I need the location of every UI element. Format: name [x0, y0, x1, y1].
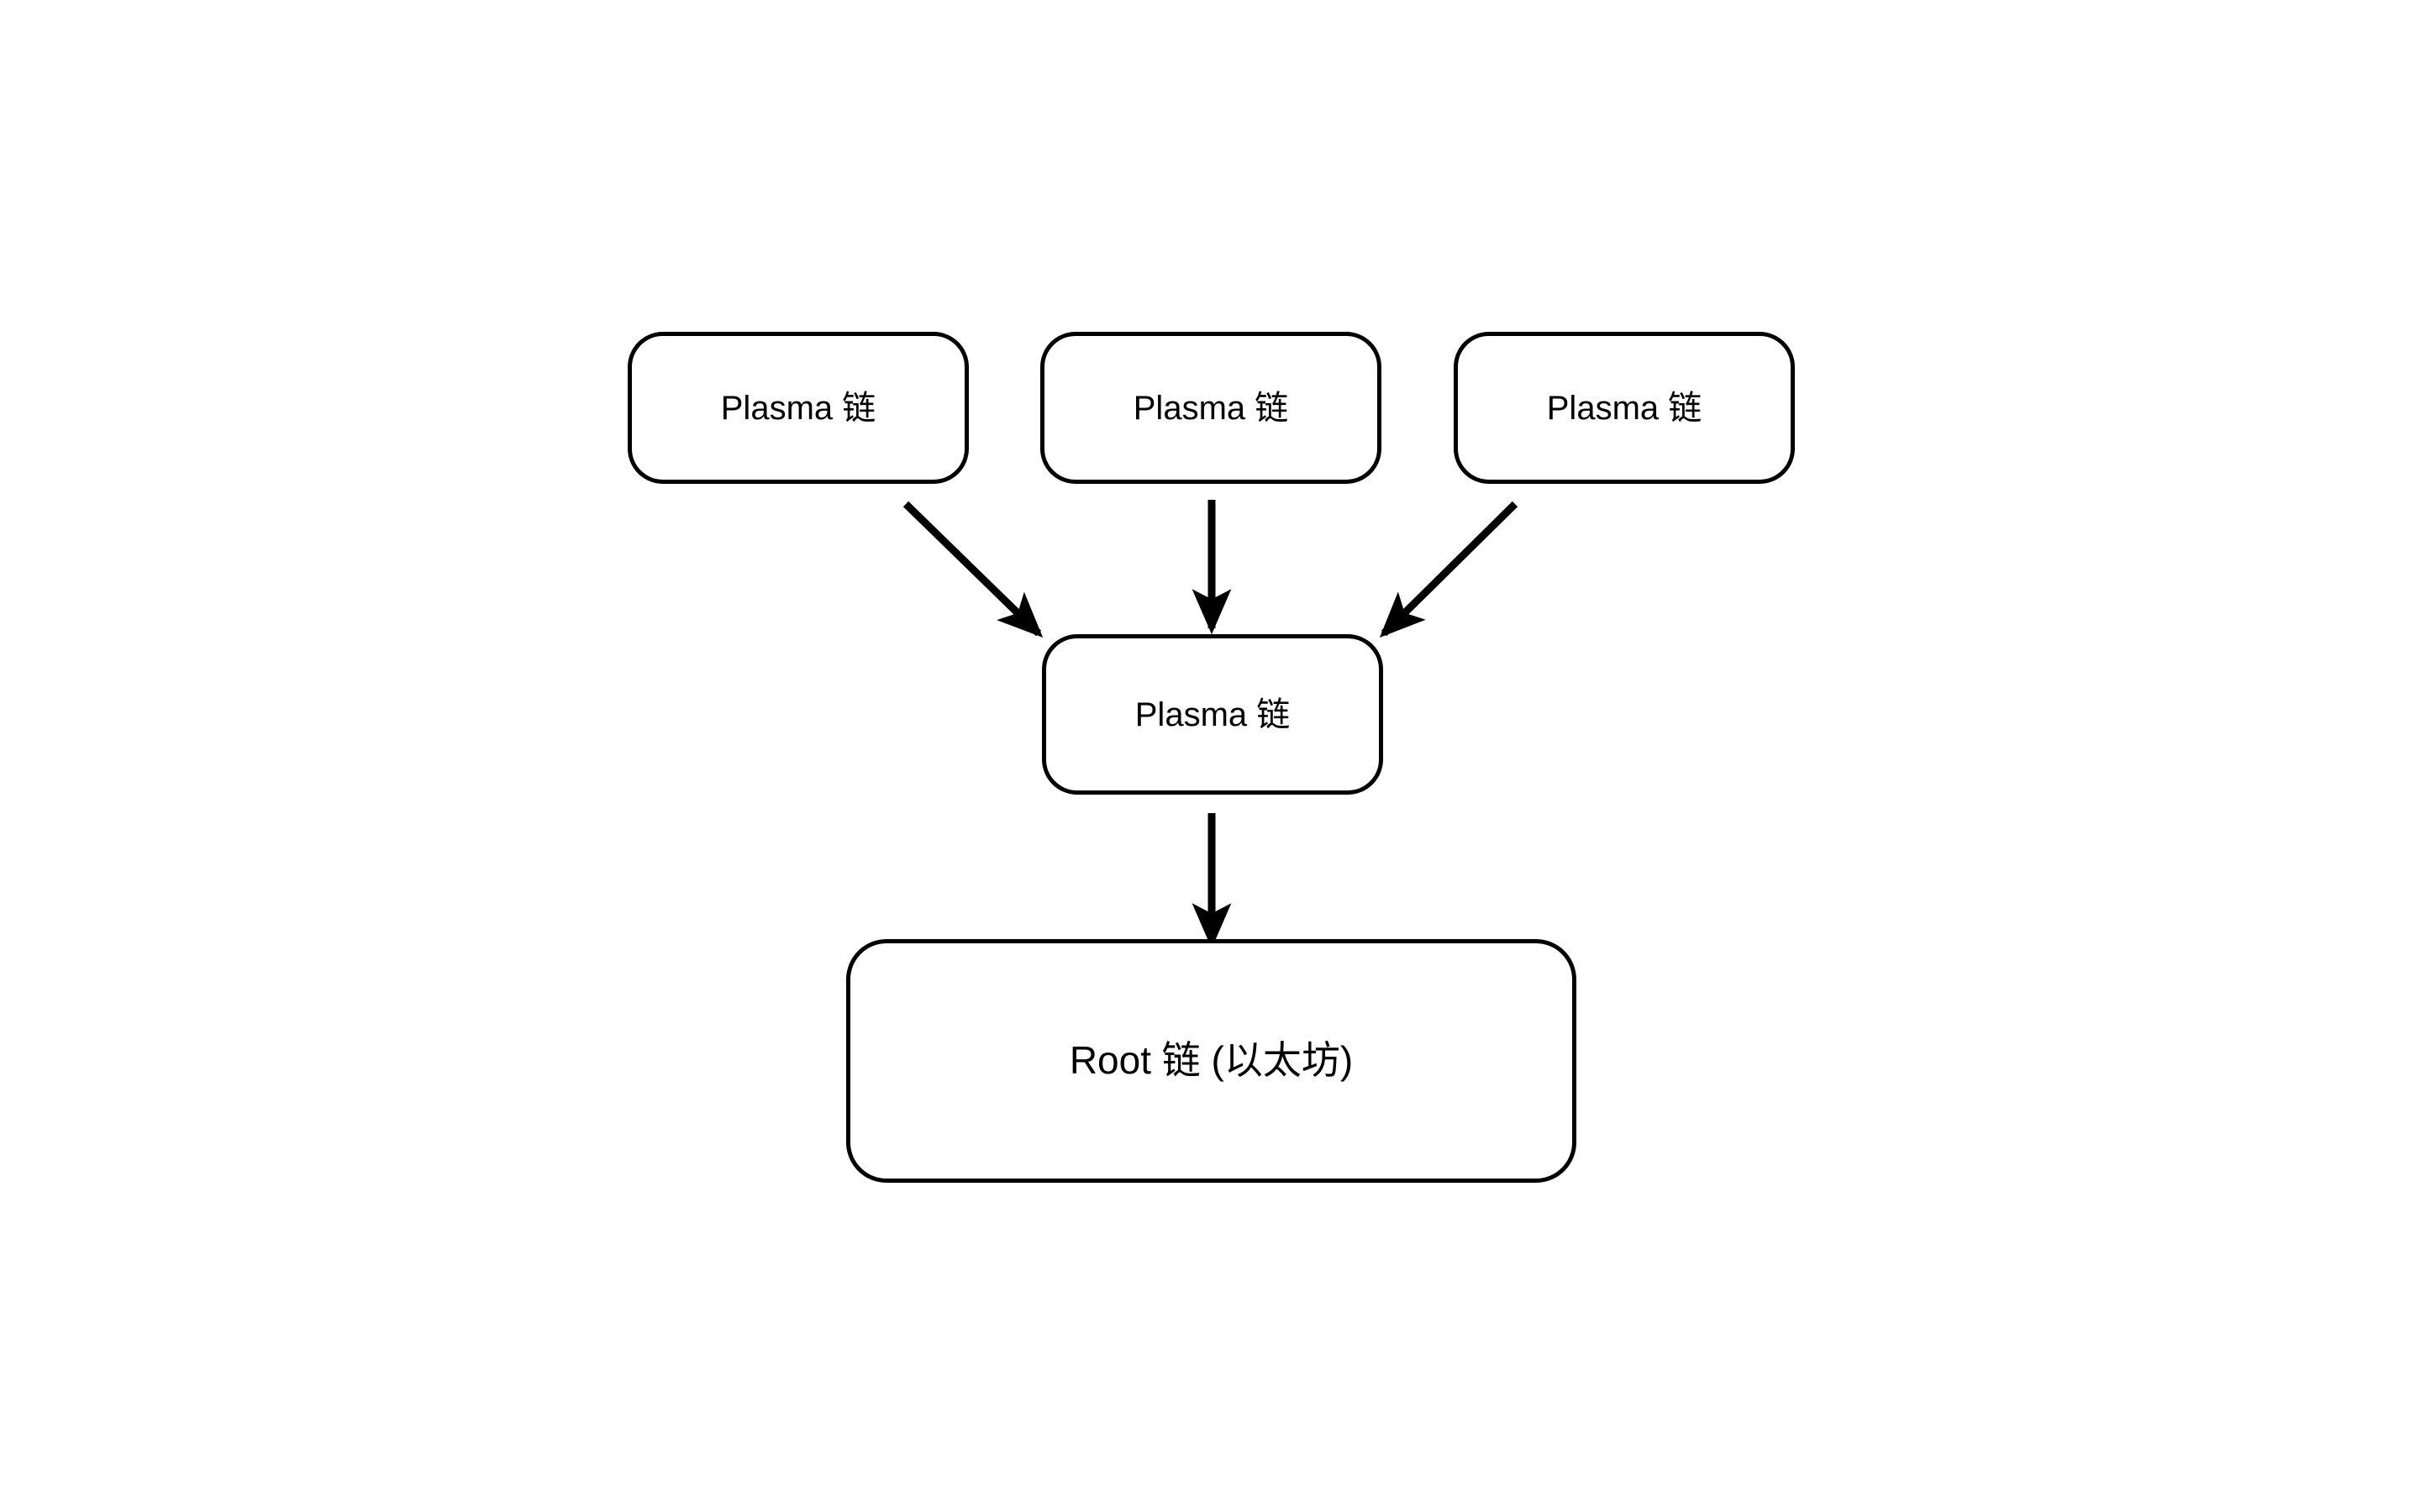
node-plasma-chain-1-label: Plasma 链 — [720, 389, 876, 427]
node-root-chain-label: Root 链 (以太坊) — [1069, 1038, 1354, 1083]
node-plasma-chain-aggregate[interactable]: Plasma 链 — [1042, 634, 1383, 795]
node-plasma-chain-aggregate-label: Plasma 链 — [1134, 696, 1291, 733]
node-plasma-chain-2[interactable]: Plasma 链 — [1040, 332, 1381, 484]
node-plasma-chain-3[interactable]: Plasma 链 — [1454, 332, 1795, 484]
node-root-chain[interactable]: Root 链 (以太坊) — [846, 939, 1576, 1183]
node-plasma-chain-2-label: Plasma 链 — [1133, 389, 1289, 427]
node-plasma-chain-3-label: Plasma 链 — [1546, 389, 1702, 427]
edge-plasma3-to-aggregate — [1379, 501, 1518, 638]
node-plasma-chain-1[interactable]: Plasma 链 — [628, 332, 969, 484]
edge-plasma1-to-aggregate — [902, 501, 1044, 638]
